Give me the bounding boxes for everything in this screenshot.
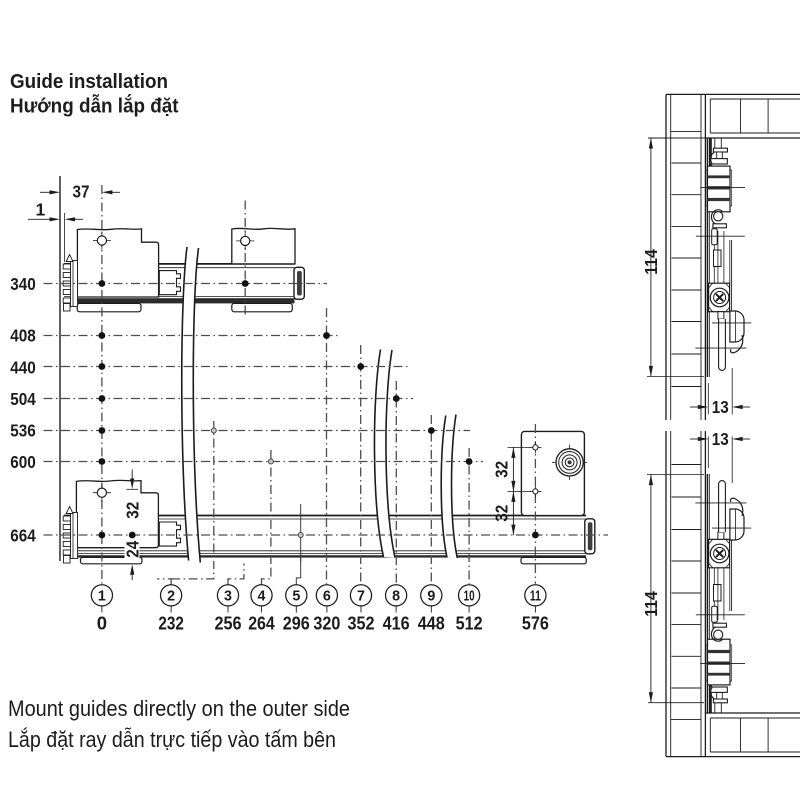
svg-text:7: 7 bbox=[357, 589, 365, 605]
svg-text:664: 664 bbox=[10, 525, 36, 545]
svg-text:32: 32 bbox=[492, 461, 512, 478]
svg-text:448: 448 bbox=[418, 613, 445, 634]
svg-text:340: 340 bbox=[10, 274, 36, 294]
svg-text:4: 4 bbox=[258, 589, 266, 605]
svg-text:504: 504 bbox=[10, 389, 36, 409]
svg-text:600: 600 bbox=[10, 452, 36, 472]
svg-text:576: 576 bbox=[522, 613, 549, 634]
svg-text:6: 6 bbox=[323, 589, 331, 605]
svg-text:32: 32 bbox=[123, 502, 143, 519]
svg-text:Lắp đặt ray dẫn trực tiếp vào: Lắp đặt ray dẫn trực tiếp vào tấm bên bbox=[8, 727, 336, 752]
svg-text:Guide installation: Guide installation bbox=[10, 71, 168, 93]
svg-text:24: 24 bbox=[123, 541, 143, 558]
svg-text:9: 9 bbox=[427, 589, 435, 605]
svg-text:Mount guides directly on the o: Mount guides directly on the outer side bbox=[8, 696, 350, 721]
svg-text:264: 264 bbox=[248, 613, 275, 634]
svg-text:11: 11 bbox=[530, 589, 541, 605]
svg-text:32: 32 bbox=[492, 504, 512, 521]
svg-text:114: 114 bbox=[641, 591, 661, 617]
svg-text:296: 296 bbox=[283, 613, 310, 634]
svg-text:256: 256 bbox=[214, 613, 241, 634]
svg-text:10: 10 bbox=[464, 589, 475, 605]
svg-text:232: 232 bbox=[158, 613, 183, 634]
svg-text:320: 320 bbox=[313, 613, 340, 634]
svg-text:Hướng dẫn lắp đặt: Hướng dẫn lắp đặt bbox=[10, 94, 179, 118]
svg-text:114: 114 bbox=[641, 249, 661, 275]
svg-text:5: 5 bbox=[292, 589, 300, 605]
svg-text:13: 13 bbox=[712, 429, 729, 449]
svg-text:8: 8 bbox=[392, 589, 400, 605]
svg-text:416: 416 bbox=[383, 613, 410, 634]
svg-text:408: 408 bbox=[10, 326, 36, 346]
svg-text:352: 352 bbox=[348, 613, 375, 634]
svg-text:37: 37 bbox=[73, 181, 90, 201]
svg-text:440: 440 bbox=[10, 357, 36, 377]
svg-text:1: 1 bbox=[98, 589, 106, 605]
svg-text:0: 0 bbox=[97, 613, 107, 634]
svg-text:3: 3 bbox=[224, 589, 232, 605]
svg-text:512: 512 bbox=[456, 613, 483, 634]
svg-text:536: 536 bbox=[10, 420, 36, 440]
svg-text:13: 13 bbox=[712, 397, 729, 417]
svg-text:1: 1 bbox=[36, 200, 46, 220]
svg-text:2: 2 bbox=[167, 589, 175, 605]
